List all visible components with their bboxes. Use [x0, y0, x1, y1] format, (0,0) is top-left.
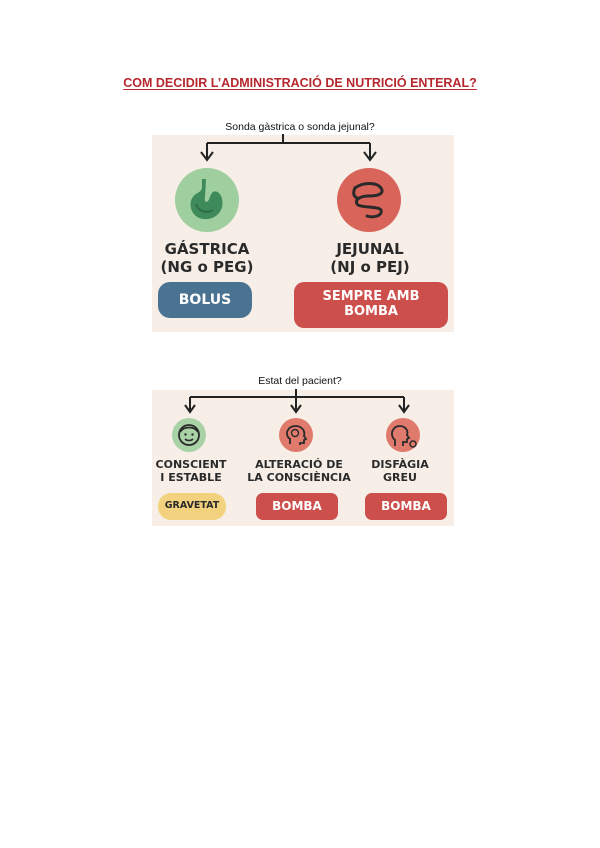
jejunal-label-line1: JEJUNAL: [336, 240, 404, 258]
page-title: COM DECIDIR L’ADMINISTRACIÓ DE NUTRICIÓ …: [123, 76, 477, 90]
conscious-stable-label: CONSCIENT I ESTABLE: [152, 458, 230, 484]
question-tube-type: Sonda gàstrica o sonda jejunal?: [225, 121, 375, 133]
conscious-stable-line2: I ESTABLE: [160, 471, 222, 485]
gastric-label-line2: (NG o PEG): [160, 258, 254, 276]
altered-consciousness-label: ALTERACIÓ DE LA CONSCIÈNCIA: [240, 458, 358, 484]
head-throat-icon: [391, 425, 417, 448]
gravity-pill: GRAVETAT: [158, 493, 226, 520]
bolus-pill: BOLUS: [158, 282, 252, 318]
severe-dysphagia-line1: DISFÀGIA: [371, 458, 429, 471]
stomach-icon: [190, 179, 223, 220]
jejunal-label-line2: (NJ o PEJ): [330, 258, 410, 276]
altered-consciousness-line1: ALTERACIÓ DE: [255, 458, 343, 471]
pump-pill-dysphagia: BOMBA: [365, 493, 447, 520]
head-throat-icon-circle: [386, 418, 420, 452]
intestine-icon-circle: [337, 168, 401, 232]
question-patient-state: Estat del pacient?: [258, 375, 342, 387]
severe-dysphagia-line2: GREU: [383, 471, 417, 485]
intestine-icon: [352, 182, 384, 219]
always-pump-line2: BOMBA: [344, 304, 398, 319]
gastric-label-line1: GÁSTRICA: [164, 240, 250, 258]
calm-face-icon: [178, 424, 200, 446]
conscious-stable-line1: CONSCIENT: [155, 458, 227, 471]
pump-pill-consciousness: BOMBA: [256, 493, 338, 520]
stomach-icon-circle: [175, 168, 239, 232]
altered-consciousness-line2: LA CONSCIÈNCIA: [247, 471, 351, 485]
calm-face-icon-circle: [172, 418, 206, 452]
always-pump-pill: SEMPRE AMB BOMBA: [294, 282, 448, 328]
head-brain-icon: [286, 425, 308, 445]
gastric-label: GÁSTRICA (NG o PEG): [152, 240, 262, 276]
head-brain-icon-circle: [279, 418, 313, 452]
jejunal-label: JEJUNAL (NJ o PEJ): [305, 240, 435, 276]
severe-dysphagia-label: DISFÀGIA GREU: [362, 458, 438, 484]
always-pump-line1: SEMPRE AMB: [322, 289, 420, 305]
